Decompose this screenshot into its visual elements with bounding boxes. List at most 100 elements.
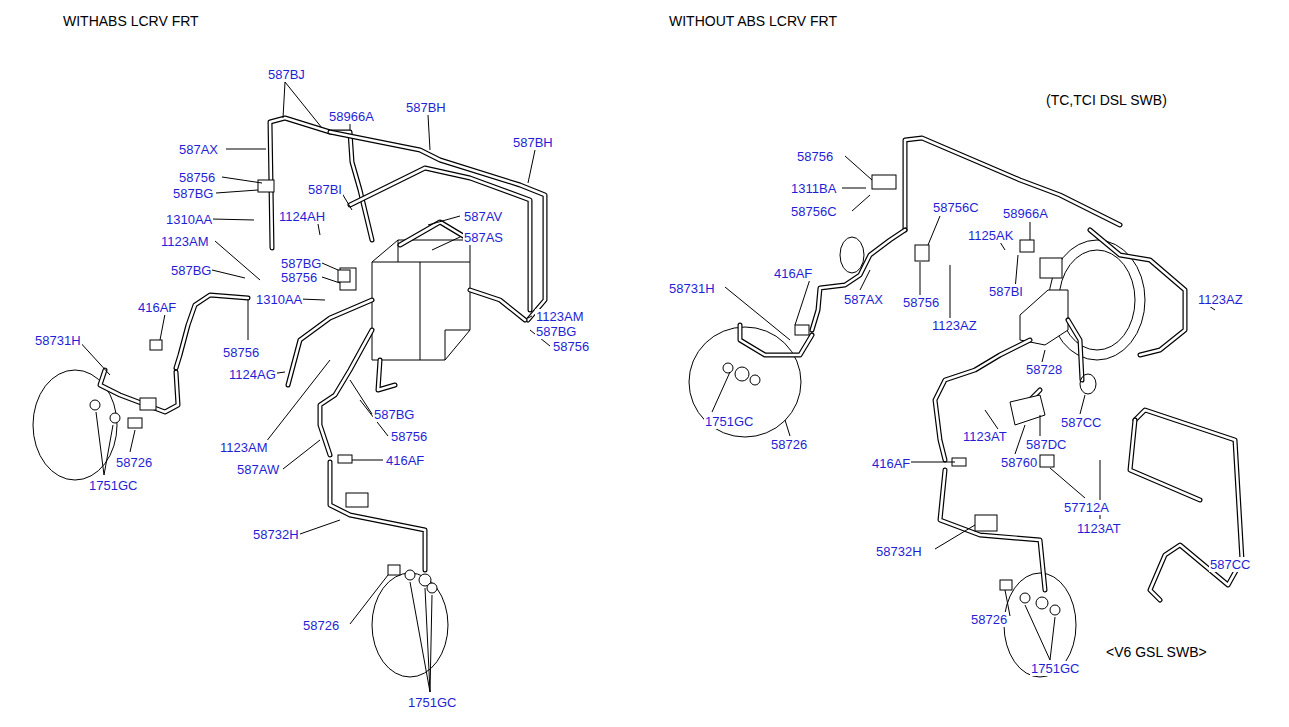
callout-number: 587AX [843,292,884,307]
callout-number: 58756 [222,345,260,360]
callout-number: 1310AA [165,212,213,227]
callout-number: 587BG [373,407,415,422]
callout-number: 58966A [1002,206,1049,221]
washer [427,583,437,593]
union [1036,597,1048,609]
callout-number: 58731H [34,333,82,348]
callout-number: 1751GC [704,414,754,429]
callout-number: 58756 [552,339,590,354]
callout-number: 587CC [1209,557,1251,572]
union-bolt [1000,580,1012,590]
callout-number: 1751GC [1030,661,1080,676]
section-heading: WITHABS LCRV FRT [62,14,200,29]
callout-number: 416AF [385,453,425,468]
clamp [338,270,350,282]
brake-tubes [176,118,545,455]
callout-number: 587CC [1060,415,1102,430]
washer [723,363,733,373]
callout-number: 416AF [137,300,177,315]
callout-number: 587AW [236,462,280,477]
pipe-loop [840,237,864,273]
callout-number: 58756 [796,149,834,164]
callout-number: 587BH [512,135,554,150]
callout-number: 58728 [1025,362,1063,377]
clamp [1020,240,1034,252]
washer [1050,605,1060,615]
reservoir [1040,258,1062,278]
leader-lines [712,156,1215,660]
callout-number: 58756 [390,429,428,444]
abs-unit-edges [372,240,470,360]
pipe-loop [1080,374,1096,394]
abs-unit [372,240,470,360]
callout-number: 58731H [668,281,716,296]
callout-number: 58726 [970,612,1008,627]
callout-number: 587AX [178,142,219,157]
washer [110,413,120,423]
hose-bracket [346,493,368,507]
callout-number: 58756 [280,270,318,285]
washer [750,375,760,385]
callout-number: 1751GC [407,695,457,710]
callout-number: 58732H [252,527,300,542]
callout-number: 416AF [871,456,911,471]
master-cylinder [1020,290,1068,345]
section-heading: (TC,TCI DSL SWB) [1045,93,1168,108]
callout-number: 587BI [988,284,1024,299]
callout-number: 58726 [115,455,153,470]
callout-number: 58732H [875,544,923,559]
callout-number: 587DC [1025,437,1067,452]
callout-number: 1124AG [228,367,277,382]
washer [90,400,100,410]
hose-bracket [975,515,997,531]
caliper-fitting [140,398,156,410]
leader-lines [78,82,550,692]
callout-number: 587AV [463,209,503,224]
callout-number: 58726 [302,618,340,633]
callout-number: 58756C [932,200,980,215]
callout-number: 587BG [280,256,322,271]
callout-number: 58760 [1000,455,1038,470]
callout-number: 1125AK [967,228,1014,243]
union-bolt [388,565,400,575]
callout-number: 1123AM [219,440,268,455]
callout-number: 58756C [790,204,838,219]
callout-number: 1124AH [278,209,326,224]
callout-number: 1123AM [535,309,584,324]
callout-number: 587BG [170,263,212,278]
union-bolt [128,418,142,428]
callout-number: 57712A [1063,500,1110,515]
non-abs-layout [689,138,1242,677]
callout-number: 1123AZ [931,318,978,333]
callout-number: 58966A [328,109,375,124]
clamp [872,175,896,189]
callout-number: 587BH [405,100,447,115]
clip [1040,455,1054,467]
washer [1020,593,1030,603]
callout-number: 1751GC [88,478,138,493]
callout-number: 587AS [463,230,504,245]
callout-number: 1123AT [962,429,1008,444]
callout-number: 587BG [172,186,214,201]
clip [795,325,809,335]
callout-number: 587BI [307,182,343,197]
callout-number: 58756 [902,295,940,310]
clamp [258,180,274,192]
union [735,367,749,381]
callout-number: 587BG [535,324,577,339]
abs-layout [33,82,550,692]
callout-number: 1123AT [1076,521,1122,536]
brake-tubes [812,138,1242,600]
washer [405,570,415,580]
callout-number: 1123AZ [1197,292,1244,307]
callout-number: 587BJ [267,67,306,82]
wheel-outline [372,573,448,677]
callout-number: 1311BA [790,181,837,196]
clip [338,455,352,463]
callout-number: 1123AM [160,234,209,249]
clamp [915,245,929,261]
section-heading: WITHOUT ABS LCRV FRT [668,14,838,29]
callout-number: 58756 [178,170,216,185]
section-heading: <V6 GSL SWB> [1105,645,1208,660]
